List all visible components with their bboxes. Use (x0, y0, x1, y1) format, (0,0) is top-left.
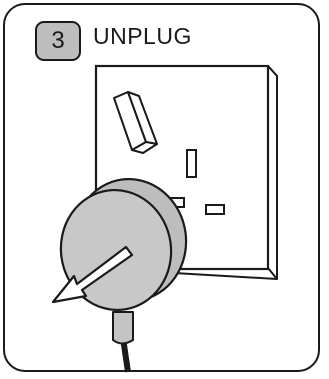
power-cable (113, 312, 133, 372)
